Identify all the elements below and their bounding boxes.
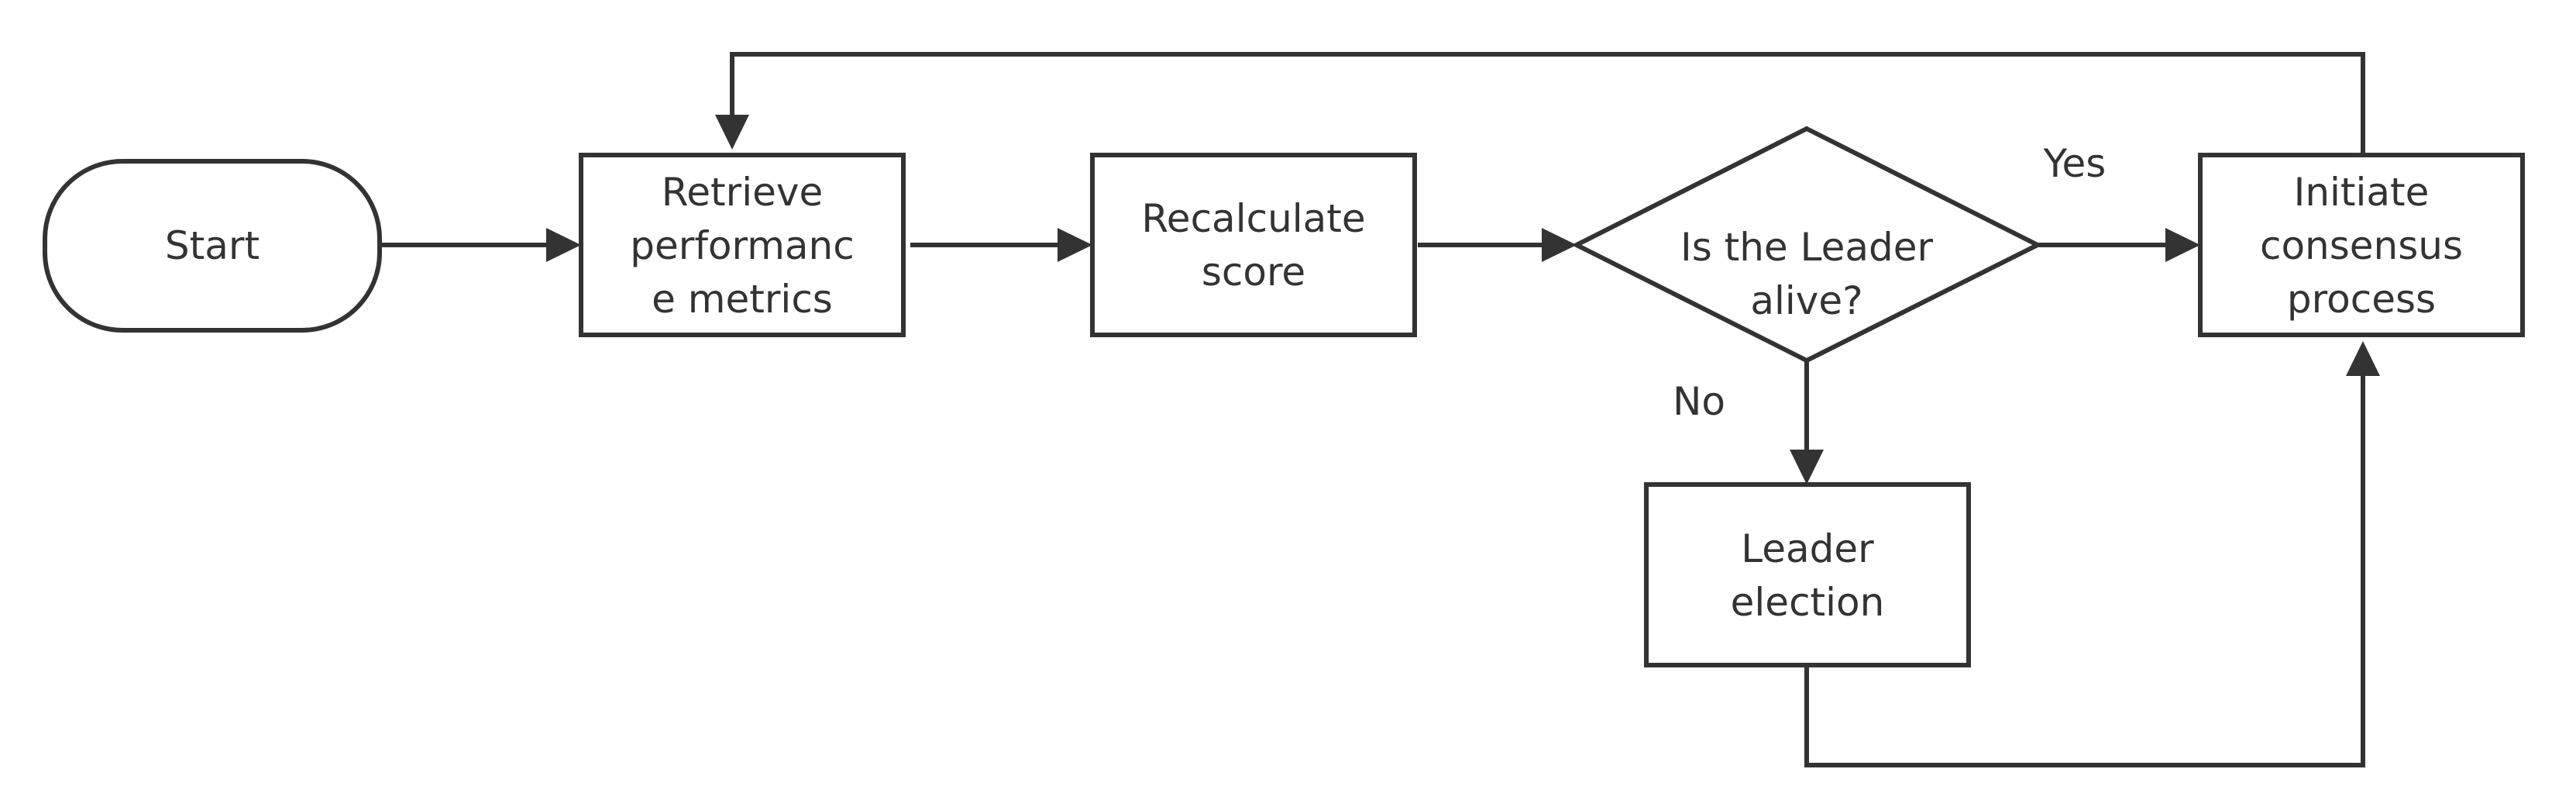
arrowhead (2165, 228, 2200, 262)
edge-consensus-loop-to-retrieve (715, 52, 2365, 155)
edge-recalculate-to-decision (1418, 228, 1577, 262)
edge-label-yes: Yes (2043, 141, 2107, 186)
process-shape (1644, 482, 1971, 667)
node-label-line-1: Initiate (2294, 170, 2430, 215)
edges (380, 52, 2380, 767)
node-label-line-1: Retrieve (662, 170, 823, 215)
edge-start-to-retrieve (380, 228, 581, 262)
edge-decision-no-to-election (1790, 360, 1824, 484)
node-recalculate-score[interactable]: Recalculate score (1090, 153, 1417, 337)
edge-retrieve-to-recalculate (910, 228, 1092, 262)
arrowhead (1058, 228, 1092, 262)
node-start[interactable]: Start (43, 159, 382, 333)
arrowhead (546, 228, 581, 262)
node-label-line-3: process (2287, 277, 2436, 322)
node-label-line-2: score (1202, 250, 1305, 295)
node-label-line-1: Leader (1741, 526, 1874, 571)
arrowhead (715, 115, 749, 150)
edge-label-no: No (1673, 379, 1725, 424)
edge-election-to-consensus (1804, 341, 2380, 767)
terminator-shape (43, 159, 382, 333)
process-shape (2198, 153, 2525, 337)
arrowhead (1542, 228, 1577, 262)
arrowhead (1790, 450, 1824, 484)
node-retrieve-performance-metrics[interactable]: Retrieve performanc e metrics (579, 153, 906, 337)
node-label-line-3: e metrics (652, 277, 833, 322)
edge-decision-yes-to-consensus (2038, 228, 2200, 262)
node-leader-election[interactable]: Leader election (1644, 482, 1971, 667)
node-initiate-consensus-process[interactable]: Initiate consensus process (2198, 153, 2525, 337)
node-decision-leader-alive[interactable]: Is the Leader alive? (1571, 126, 2043, 364)
node-label-line-2: election (1731, 580, 1885, 625)
node-label-line-2: consensus (2260, 223, 2463, 268)
node-label: Start (165, 223, 260, 268)
arrowhead (2346, 341, 2380, 376)
node-label-line-2: performanc (630, 223, 854, 268)
node-label-line-2: alive? (1750, 278, 1862, 323)
process-shape (579, 153, 906, 337)
node-label-line-1: Is the Leader (1680, 225, 1934, 270)
process-shape (1090, 153, 1417, 337)
node-label-line-1: Recalculate (1141, 196, 1365, 241)
decision-shape (1571, 126, 2043, 364)
